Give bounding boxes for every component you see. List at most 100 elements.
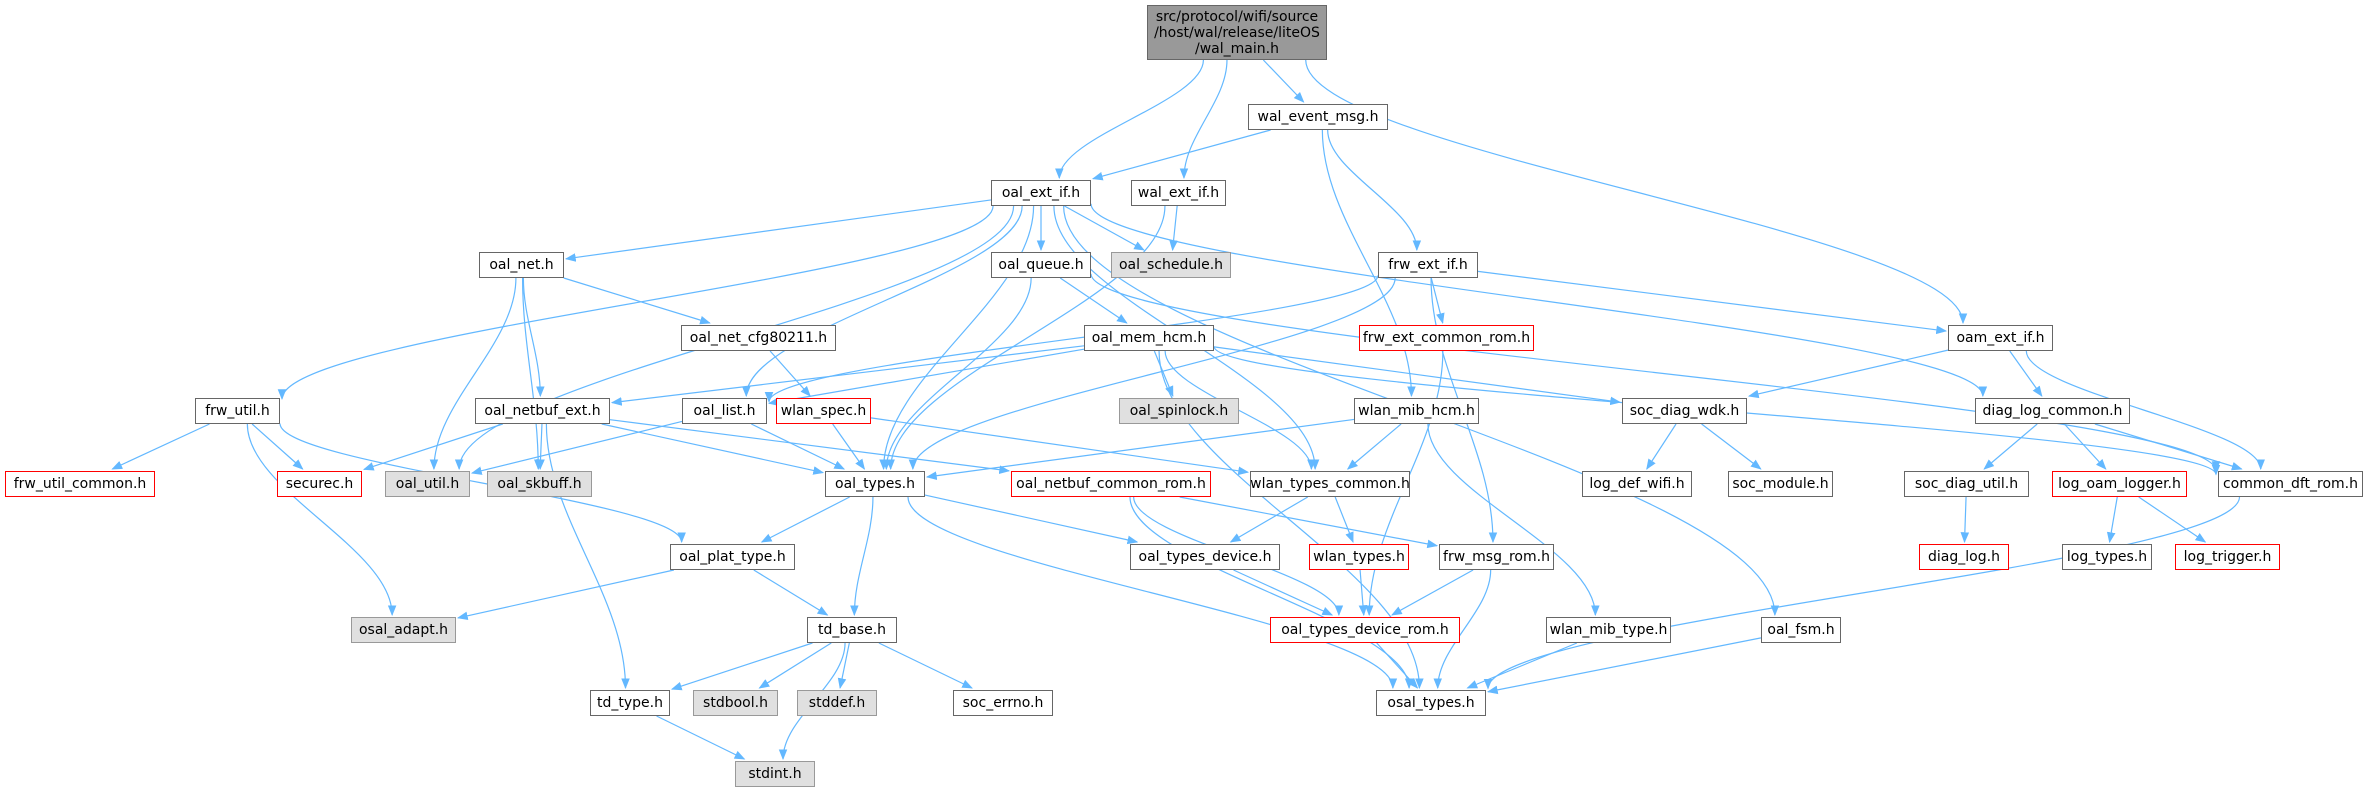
node-oal-netbuf-ext[interactable]: oal_netbuf_ext.h (475, 398, 610, 424)
node-oal-fsm[interactable]: oal_fsm.h (1761, 617, 1841, 643)
edge-diag-log-common-to-common-dft-rom (2094, 423, 2243, 471)
edge-frw-msg-rom-to-osal-types (1433, 569, 1492, 690)
node-diag-log[interactable]: diag_log.h (1919, 544, 2009, 570)
node-oal-types-device-rom[interactable]: oal_types_device_rom.h (1270, 617, 1460, 643)
edge-diag-log-common-to-soc-diag-util (1983, 423, 2038, 470)
edge-soc-diag-wdk-to-log-def-wifi (1646, 423, 1677, 470)
node-soc-module[interactable]: soc_module.h (1728, 471, 1833, 497)
edge-oal-net-to-oal-netbuf-ext (522, 277, 545, 398)
edge-td-base-to-td-type (670, 642, 813, 691)
edge-td-type-to-stdint (656, 715, 746, 760)
node-td-base[interactable]: td_base.h (807, 617, 897, 643)
node-frw-util-common[interactable]: frw_util_common.h (5, 471, 155, 497)
edge-oal-ext-if-to-oal-net (564, 199, 992, 262)
node-frw-ext-if[interactable]: frw_ext_if.h (1378, 252, 1478, 278)
node-oal-net-cfg80211[interactable]: oal_net_cfg80211.h (681, 325, 836, 351)
node-frw-util[interactable]: frw_util.h (195, 398, 280, 424)
edge-oam-ext-if-to-diag-log-common (2009, 350, 2043, 397)
node-wal-ext-if[interactable]: wal_ext_if.h (1131, 180, 1226, 206)
node-oal-schedule[interactable]: oal_schedule.h (1111, 252, 1231, 278)
node-td-type[interactable]: td_type.h (590, 690, 670, 716)
node-log-oam-logger[interactable]: log_oam_logger.h (2052, 471, 2187, 497)
node-stdint[interactable]: stdint.h (735, 761, 815, 787)
node-oal-plat-type[interactable]: oal_plat_type.h (670, 544, 795, 570)
edge-frw-util-to-oal-plat-type (279, 423, 686, 544)
node-wal-event-msg[interactable]: wal_event_msg.h (1248, 104, 1388, 130)
edge-wal-main-to-oal-ext-if (1055, 59, 1205, 180)
edge-oal-plat-type-to-osal-adapt (456, 569, 675, 621)
node-soc-diag-util[interactable]: soc_diag_util.h (1904, 471, 2029, 497)
node-soc-diag-wdk[interactable]: soc_diag_wdk.h (1622, 398, 1747, 424)
node-frw-ext-common-rom[interactable]: frw_ext_common_rom.h (1359, 325, 1534, 351)
node-oal-types[interactable]: oal_types.h (825, 471, 925, 497)
edge-oal-netbuf-ext-to-oal-netbuf-common-rom (609, 419, 1011, 474)
edge-log-oam-logger-to-log-trigger (2138, 496, 2207, 543)
edge-td-base-to-stdbool (758, 642, 832, 689)
edge-wal-event-msg-to-frw-ext-if (1327, 129, 1422, 252)
edge-frw-ext-if-to-frw-ext-common-rom (1430, 277, 1445, 325)
edge-frw-ext-if-to-oal-list (764, 275, 1379, 403)
node-stddef[interactable]: stddef.h (797, 690, 877, 716)
node-oal-queue[interactable]: oal_queue.h (991, 252, 1091, 278)
edge-wlan-types-to-oal-types-device-rom (1358, 569, 1368, 617)
node-wlan-mib-type[interactable]: wlan_mib_type.h (1546, 617, 1671, 643)
node-oam-ext-if[interactable]: oam_ext_if.h (1948, 325, 2053, 351)
node-wlan-spec[interactable]: wlan_spec.h (776, 398, 871, 424)
node-stdbool[interactable]: stdbool.h (693, 690, 778, 716)
node-oal-mem-hcm[interactable]: oal_mem_hcm.h (1084, 325, 1214, 351)
node-oal-util[interactable]: oal_util.h (385, 471, 470, 497)
node-securec[interactable]: securec.h (277, 471, 362, 497)
node-log-types[interactable]: log_types.h (2062, 544, 2152, 570)
edge-oam-ext-if-to-common-dft-rom (2025, 350, 2265, 471)
edge-oal-types-device-rom-to-osal-types (1376, 642, 1419, 689)
edge-oal-net-to-oal-skbuff (521, 277, 543, 471)
edge-wlan-spec-to-wlan-types-common (870, 417, 1250, 476)
node-wal-main[interactable]: src/protocol/wifi/source /host/wal/relea… (1147, 5, 1327, 60)
edge-oal-queue-to-oal-types (882, 277, 1032, 471)
edge-soc-diag-wdk-to-soc-module (1701, 423, 1762, 470)
node-log-def-wifi[interactable]: log_def_wifi.h (1582, 471, 1692, 497)
node-diag-log-common[interactable]: diag_log_common.h (1975, 398, 2130, 424)
node-soc-errno[interactable]: soc_errno.h (953, 690, 1053, 716)
node-osal-types[interactable]: osal_types.h (1376, 690, 1486, 716)
edge-oal-types-device-to-oal-types-device-rom (1233, 569, 1334, 616)
edge-frw-msg-rom-to-oal-types-device-rom (1391, 569, 1474, 616)
edge-oal-ext-if-to-diag-log-common (1090, 203, 1988, 398)
edge-oal-netbuf-ext-to-td-type (545, 423, 630, 690)
edge-oal-types-to-oal-types-device (924, 494, 1139, 545)
edge-log-oam-logger-to-log-types (2106, 496, 2118, 544)
node-wlan-types-common[interactable]: wlan_types_common.h (1250, 471, 1410, 497)
edge-oal-netbuf-common-rom-to-osal-types (1129, 496, 1414, 690)
edge-oal-net-to-oal-util (429, 277, 517, 471)
node-wlan-mib-hcm[interactable]: wlan_mib_hcm.h (1354, 398, 1479, 424)
node-frw-msg-rom[interactable]: frw_msg_rom.h (1439, 544, 1554, 570)
edge-oal-ext-if-to-oal-list (741, 205, 1023, 398)
node-oal-skbuff[interactable]: oal_skbuff.h (487, 471, 592, 497)
edge-frw-util-to-osal-adapt (246, 423, 397, 617)
node-wlan-types[interactable]: wlan_types.h (1309, 544, 1409, 570)
node-log-trigger[interactable]: log_trigger.h (2175, 544, 2280, 570)
node-oal-spinlock[interactable]: oal_spinlock.h (1119, 398, 1239, 424)
edge-oal-queue-to-oal-mem-hcm (1059, 277, 1128, 324)
edge-frw-util-to-frw-util-common (111, 423, 210, 470)
edge-td-base-to-stddef (837, 642, 850, 690)
edge-oal-mem-hcm-to-soc-diag-wdk (1213, 346, 1622, 406)
edge-wal-main-to-wal-ext-if (1179, 59, 1228, 180)
node-osal-adapt[interactable]: osal_adapt.h (351, 617, 456, 643)
edge-common-dft-rom-to-osal-types (1483, 496, 2241, 690)
edge-wal-main-to-wal-event-msg (1262, 59, 1305, 103)
edge-soc-diag-util-to-diag-log (1960, 496, 1970, 544)
edge-td-base-to-soc-errno (878, 642, 973, 689)
edge-oal-list-to-oal-util (470, 420, 683, 475)
node-oal-ext-if[interactable]: oal_ext_if.h (991, 180, 1091, 206)
node-common-dft-rom[interactable]: common_dft_rom.h (2218, 471, 2363, 497)
edge-oal-types-to-td-base (850, 496, 874, 617)
edge-oal-netbuf-common-rom-to-frw-msg-rom (1179, 496, 1439, 549)
node-oal-list[interactable]: oal_list.h (682, 398, 767, 424)
node-oal-netbuf-common-rom[interactable]: oal_netbuf_common_rom.h (1011, 471, 1211, 497)
node-oal-net[interactable]: oal_net.h (479, 252, 564, 278)
node-oal-types-device[interactable]: oal_types_device.h (1130, 544, 1280, 570)
edge-oam-ext-if-to-soc-diag-wdk (1747, 349, 1949, 399)
